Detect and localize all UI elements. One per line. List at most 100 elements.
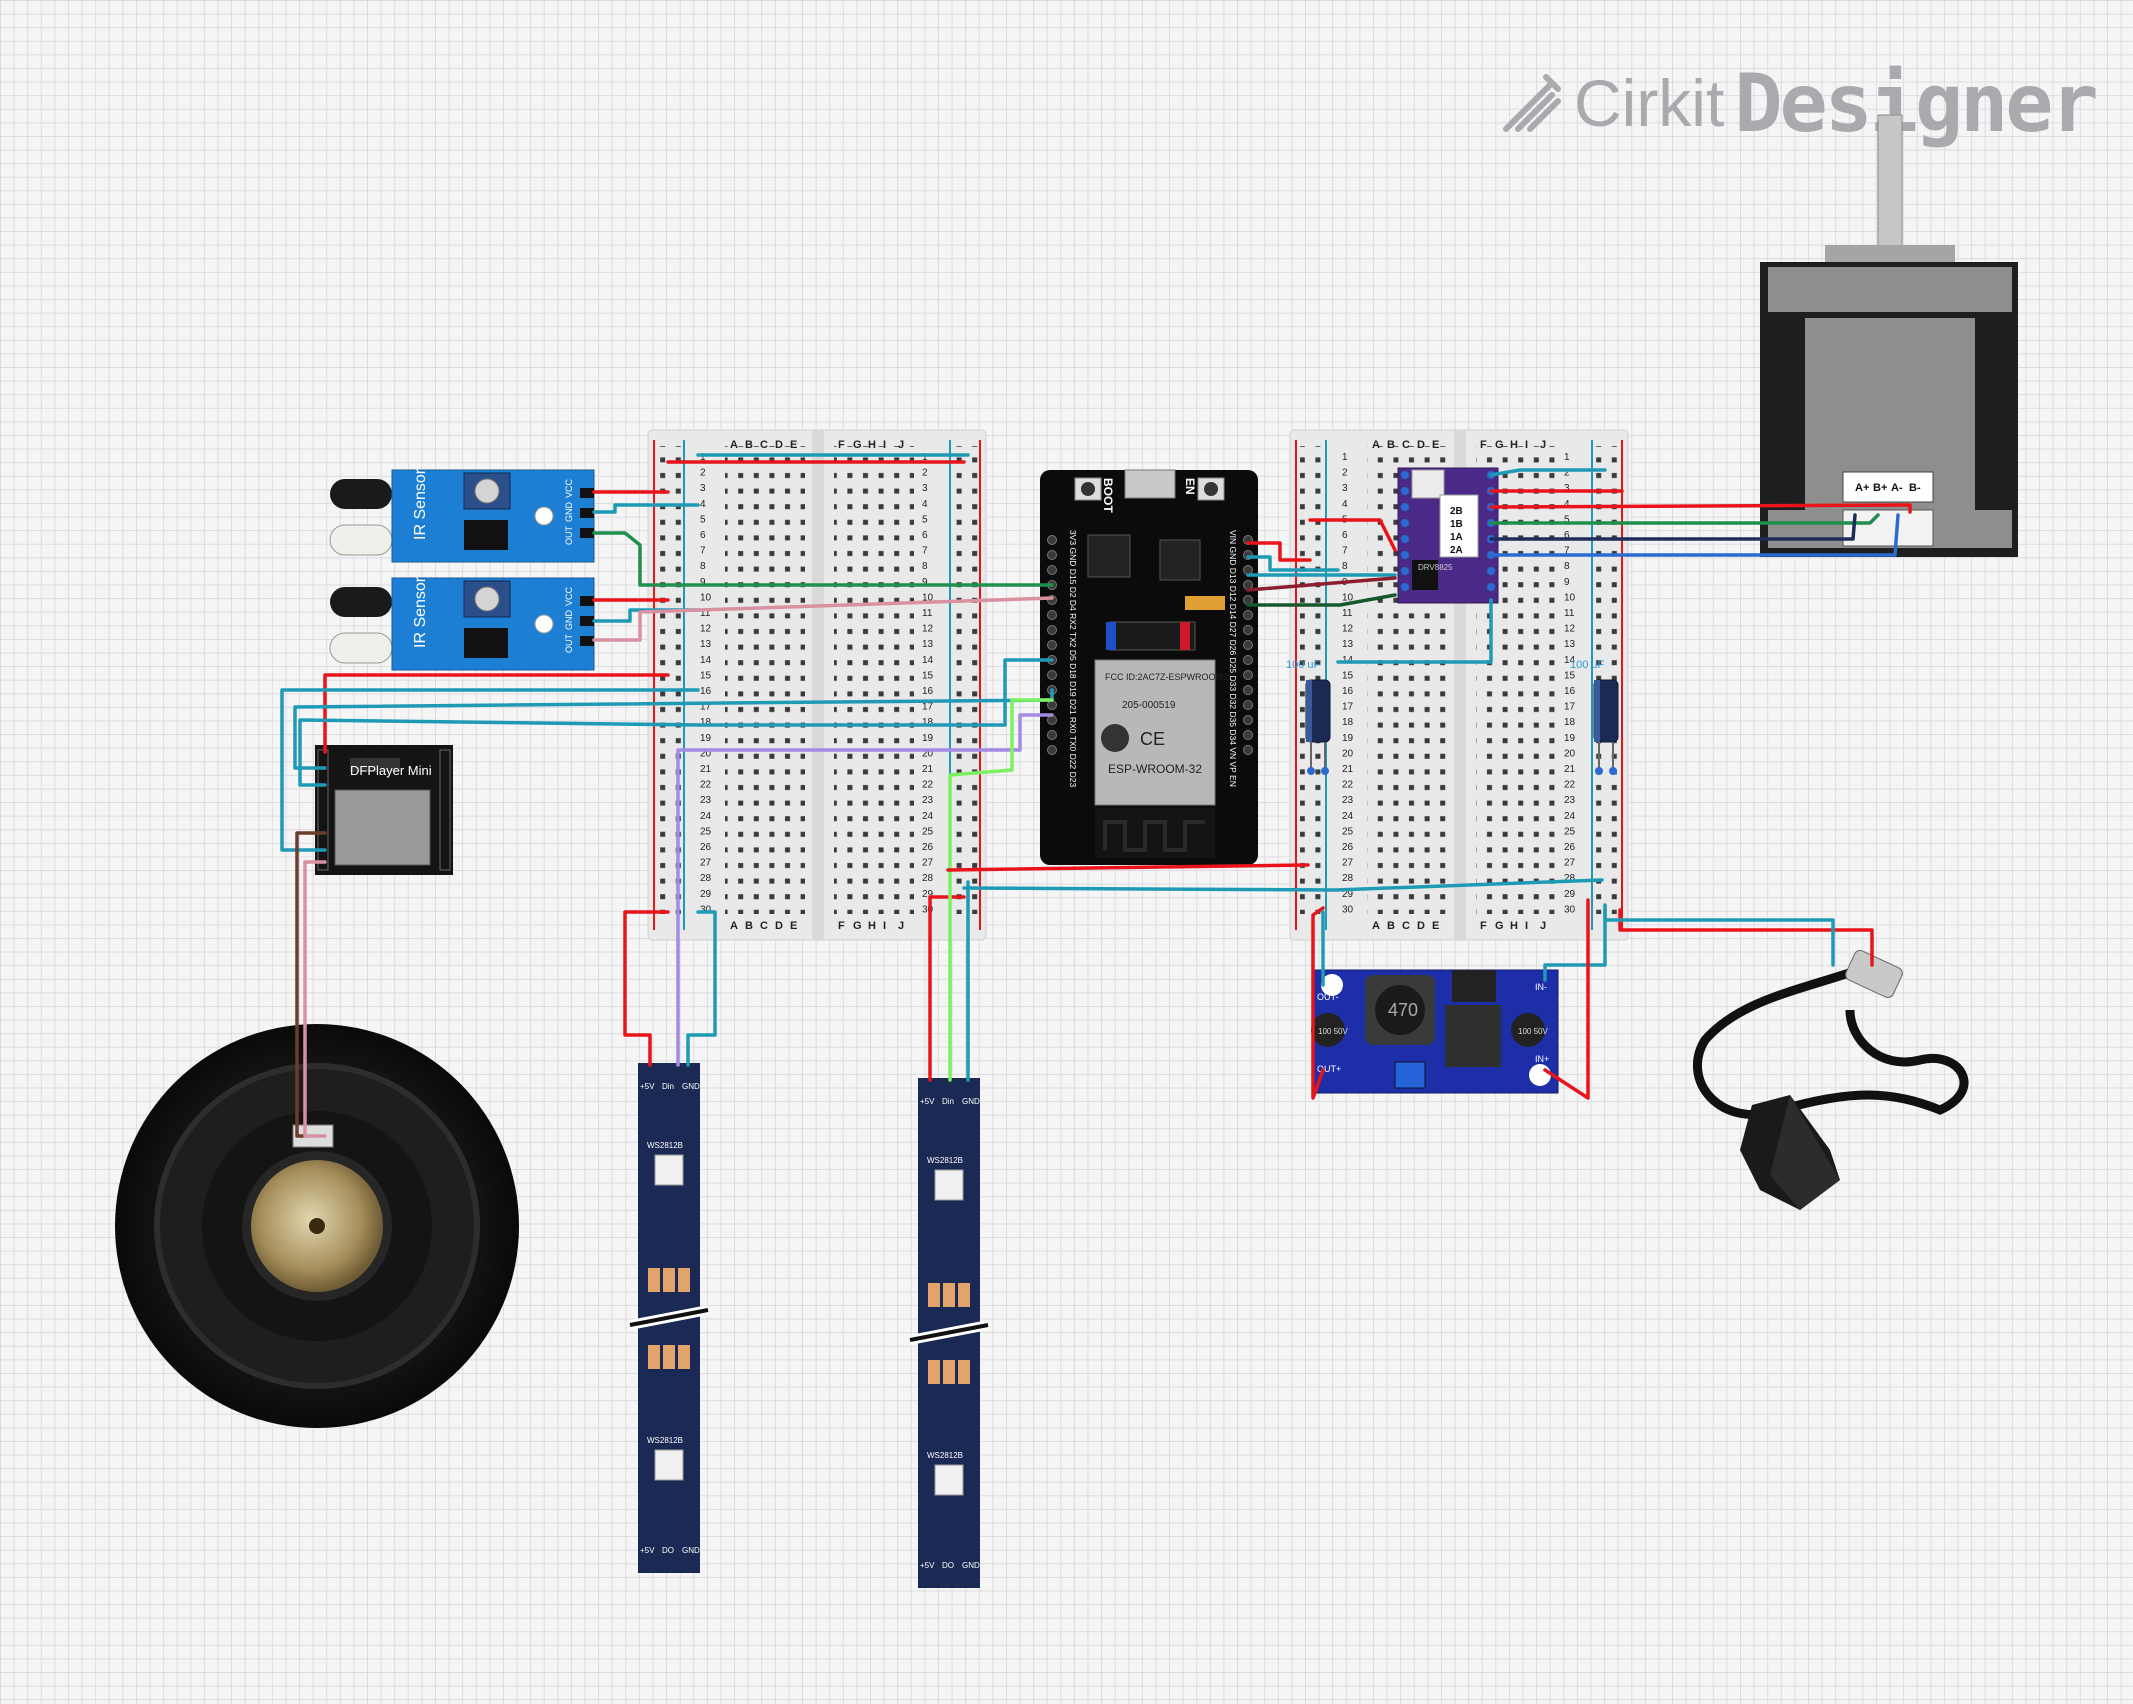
row-number-19-left: 19: [1342, 733, 1354, 744]
row-number-19-right: 19: [922, 733, 934, 744]
row-number-22-right: 22: [1564, 780, 1576, 791]
row-number-11-left: 11: [700, 608, 711, 619]
esp32-pin-left-15[interactable]: [1047, 745, 1057, 755]
bb2-col-i: I: [1525, 439, 1528, 451]
row-number-5-right: 5: [922, 514, 928, 525]
esp32-pin-right-5[interactable]: [1243, 595, 1253, 605]
strip2-pin-5v: +5V: [920, 1097, 935, 1106]
row-number-27-left: 27: [1342, 858, 1354, 869]
wire-df-spk1: [295, 831, 327, 1138]
dfplayer-mini[interactable]: DFPlayer Mini: [315, 745, 453, 875]
esp32-pin-left-10[interactable]: [1047, 670, 1057, 680]
led-strip-1[interactable]: +5V Din GND WS2812B WS2812B +5V DO GND: [629, 1063, 709, 1573]
strip2-pin-din: Din: [942, 1097, 954, 1106]
row-number-23-left: 23: [700, 795, 712, 806]
row-number-17-right: 17: [922, 702, 934, 713]
esp32-pin-right-6[interactable]: [1243, 610, 1253, 620]
row-number-11-right: 11: [922, 608, 933, 619]
wires: [280, 453, 1912, 1138]
row-number-21-left: 21: [700, 764, 712, 775]
esp32-pin-left-1[interactable]: [1047, 535, 1057, 545]
esp32-pin-right-9[interactable]: [1243, 655, 1253, 665]
esp32-devkit[interactable]: BOOT EN FCC ID:2AC7Z-ESPWROOM32 205-0005…: [1040, 469, 1258, 865]
capacitor-2[interactable]: 100 uF: [1570, 659, 1619, 775]
esp32-pin-left-2[interactable]: [1047, 550, 1057, 560]
led-strip-2[interactable]: +5V Din GND WS2812B WS2812B +5V DO GND: [909, 1078, 989, 1588]
esp32-pin-right-8[interactable]: [1243, 640, 1253, 650]
strip2-chip-1: WS2812B: [927, 1156, 963, 1165]
row-number-8-right: 8: [922, 561, 928, 572]
bb1-col-j-bottom: J: [898, 920, 904, 932]
wire-strip1-5v: [623, 910, 670, 1067]
row-number-6-left: 6: [700, 530, 706, 541]
capacitor-1[interactable]: 100 uF: [1286, 659, 1331, 775]
wire-strip2-5v: [928, 895, 966, 1082]
row-number-25-right: 25: [1564, 826, 1576, 837]
ir-sensor-1[interactable]: IR Sensor VCC GND OUT: [329, 468, 595, 563]
row-number-28-left: 28: [700, 873, 712, 884]
esp32-pin-right-3[interactable]: [1243, 565, 1253, 575]
esp32-pin-left-6[interactable]: [1047, 610, 1057, 620]
wire-strip1-gnd: [686, 910, 717, 1067]
row-number-30-left: 30: [700, 904, 712, 915]
power-adapter[interactable]: [1692, 949, 1969, 1210]
dfplayer-title: DFPlayer Mini: [350, 763, 432, 778]
bb1-col-j: J: [898, 439, 904, 451]
wire-df-spk2: [303, 860, 327, 1138]
esp32-pin-left-12[interactable]: [1047, 700, 1057, 710]
speaker[interactable]: [115, 1024, 519, 1428]
strip2-chip-2: WS2812B: [927, 1451, 963, 1460]
bb1-col-c-bottom: C: [760, 920, 768, 932]
row-number-18-left: 18: [1342, 717, 1354, 728]
row-number-15-right: 15: [922, 670, 934, 681]
bb2-col-e-bottom: E: [1432, 920, 1439, 932]
esp32-pin-right-12[interactable]: [1243, 700, 1253, 710]
row-number-13-right: 13: [922, 639, 934, 650]
bb2-col-j: J: [1540, 439, 1546, 451]
esp32-pin-left-14[interactable]: [1047, 730, 1057, 740]
driver-chip: DRV8825: [1418, 563, 1453, 572]
row-number-20-right: 20: [922, 748, 934, 759]
row-number-1-right: 1: [1564, 452, 1570, 463]
row-number-29-left: 29: [1342, 889, 1354, 900]
row-number-29-right: 29: [922, 889, 934, 900]
row-number-20-left: 20: [700, 748, 712, 759]
row-number-20-left: 20: [1342, 748, 1354, 759]
esp32-pin-right-11[interactable]: [1243, 685, 1253, 695]
esp32-pin-left-7[interactable]: [1047, 625, 1057, 635]
row-number-10-left: 10: [700, 592, 712, 603]
driver-pin-1b: 1B: [1450, 519, 1463, 530]
esp32-pin-right-14[interactable]: [1243, 730, 1253, 740]
row-number-9-right: 9: [922, 577, 928, 588]
driver-left-pins: [1401, 471, 1409, 591]
row-number-14-left: 14: [700, 655, 712, 666]
row-number-1-left: 1: [700, 452, 706, 463]
row-number-27-right: 27: [1564, 858, 1576, 869]
stepper-motor[interactable]: A+ B+ A- B-: [1760, 114, 2018, 557]
wire-strip2-din: [948, 698, 1054, 1082]
bb1-col-e-bottom: E: [790, 920, 797, 932]
row-number-20-right: 20: [1564, 748, 1576, 759]
esp32-pin-right-13[interactable]: [1243, 715, 1253, 725]
row-number-17-left: 17: [1342, 702, 1354, 713]
row-number-7-left: 7: [1342, 546, 1348, 557]
row-number-15-left: 15: [700, 670, 712, 681]
esp32-pin-left-3[interactable]: [1047, 565, 1057, 575]
ir1-title: IR Sensor: [412, 468, 429, 540]
esp32-pin-right-15[interactable]: [1243, 745, 1253, 755]
esp32-pin-right-7[interactable]: [1243, 625, 1253, 635]
stepper-driver[interactable]: 2B 1B 1A 2A DRV8825: [1397, 467, 1499, 604]
stepper-pin-a-minus: A-: [1891, 482, 1903, 494]
esp32-pin-right-10[interactable]: [1243, 670, 1253, 680]
buck-converter[interactable]: 470 100 50V 100 50V OUT- OUT+ IN- IN+: [1311, 969, 1559, 1094]
strip1-chip-1: WS2812B: [647, 1141, 683, 1150]
row-number-8-left: 8: [700, 561, 706, 572]
row-number-29-left: 29: [700, 889, 712, 900]
row-number-5-right: 5: [1564, 514, 1570, 525]
esp32-pin-left-13[interactable]: [1047, 715, 1057, 725]
row-number-30-left: 30: [1342, 904, 1354, 915]
row-number-24-right: 24: [922, 811, 934, 822]
esp32-pin-left-8[interactable]: [1047, 640, 1057, 650]
ir-sensor-2[interactable]: IR Sensor VCC GND OUT: [329, 576, 595, 671]
stepper-pin-b-minus: B-: [1909, 482, 1921, 494]
